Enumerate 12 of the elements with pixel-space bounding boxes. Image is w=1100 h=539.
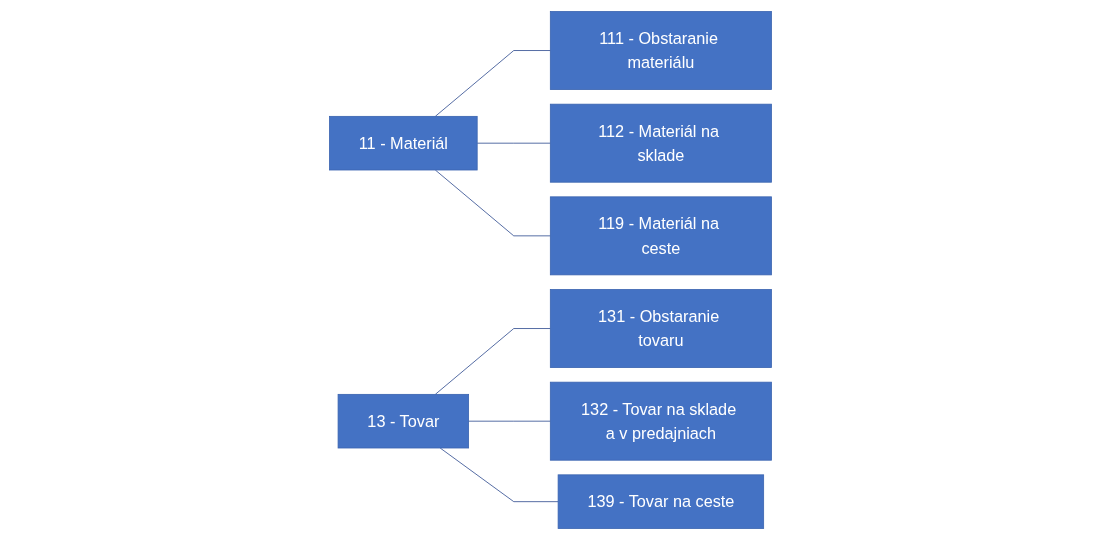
node-box: 132 - Tovar na sklade a v predajniach: [549, 381, 772, 461]
node-box: 119 - Materiál na ceste: [549, 195, 772, 275]
connector: [467, 420, 551, 422]
node-box: 11 - Materiál: [328, 115, 478, 170]
node-box: 131 - Obstaranie tovaru: [549, 288, 772, 368]
node-box: 13 - Tovar: [337, 393, 469, 448]
connector: [434, 169, 551, 236]
connector: [439, 447, 559, 502]
node-box: 112 - Materiál na sklade: [549, 103, 772, 183]
node-box: 111 - Obstaranie materiálu: [549, 10, 772, 90]
connector: [476, 142, 551, 144]
node-box: 139 - Tovar na ceste: [557, 473, 764, 529]
